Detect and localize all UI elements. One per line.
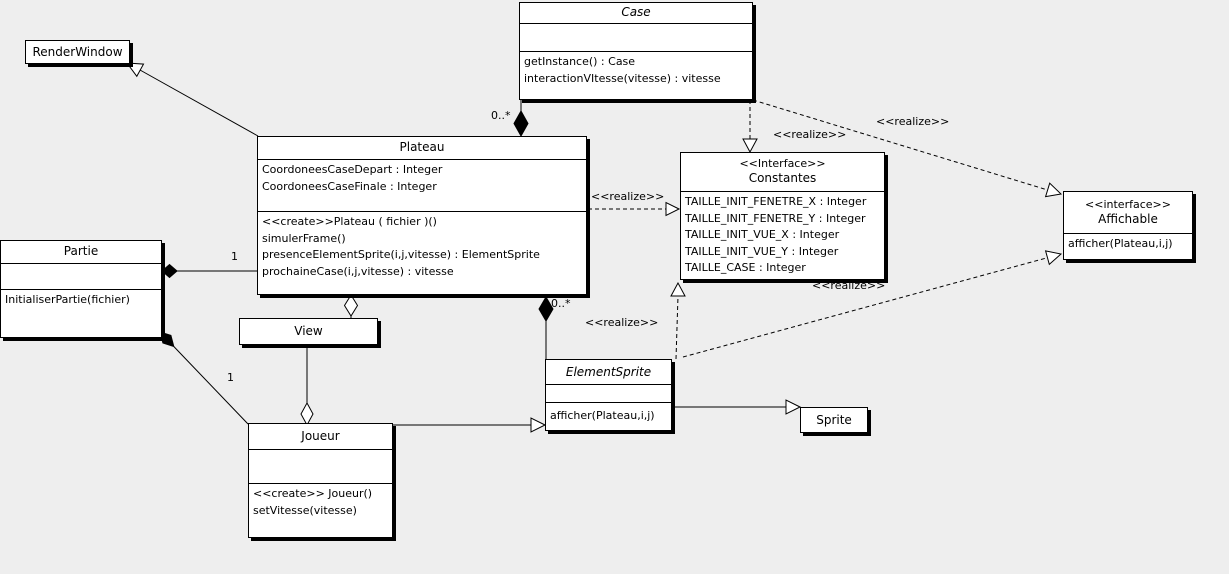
class-sprite-name: Sprite [816,412,852,427]
class-partie-name: Partie [63,244,99,258]
class-affichable-title: <<interface>> Affichable [1064,192,1192,233]
multiplicity-partie-joueur: 1 [227,371,234,384]
edge-realize-case-constantes [742,100,758,154]
class-view-name: View [294,324,323,338]
class-constantes-attributes: TAILLE_INIT_FENETRE_X : Integer TAILLE_I… [681,191,884,279]
attribute: TAILLE_CASE : Integer [685,261,806,274]
class-joueur-methods: <<create>> Joueur() setVitesse(vitesse) [249,483,392,537]
class-plateau-name: Plateau [399,140,445,154]
class-constantes-stereotype: <<Interface>> [739,157,826,170]
edge-composition-plateau-case [513,100,529,138]
method: simulerFrame() [262,231,346,245]
method: presenceElementSprite(i,j,vitesse) : Ele… [262,248,540,261]
edge-generalization-elementsprite-sprite [672,399,802,415]
multiplicity-plateau-elementsprite: 0..* [551,297,571,310]
class-elementsprite-methods: afficher(Plateau,i,j) [546,402,671,430]
edge-realize-plateau-constantes [588,201,681,217]
class-plateau-attributes: CoordoneesCaseDepart : Integer Coordonee… [258,159,586,211]
attribute: CoordoneesCaseFinale : Integer [262,179,437,193]
multiplicity-plateau-case: 0..* [491,109,511,122]
class-case-attributes [520,23,752,51]
class-elementsprite-name: ElementSprite [565,365,652,379]
attribute: TAILLE_INIT_FENETRE_Y : Integer [685,211,866,225]
class-constantes: <<Interface>> Constantes TAILLE_INIT_FEN… [680,152,885,280]
class-renderwindow: RenderWindow [25,40,130,64]
edge-composition-plateau-elementsprite [538,296,554,359]
realize-label-case-affichable: <<realize>> [876,115,950,128]
class-affichable-name: Affichable [1098,212,1158,226]
edge-aggregation-joueur-view [300,345,314,427]
class-case: Case getInstance() : Case interactionVIt… [519,2,753,100]
class-case-methods: getInstance() : Case interactionVItesse(… [520,51,752,99]
method: interactionVItesse(vitesse) : vitesse [524,71,721,85]
class-joueur-name: Joueur [301,429,340,443]
class-partie: Partie InitialiserPartie(fichier) [0,240,162,338]
class-affichable-stereotype: <<interface>> [1085,198,1171,211]
edge-realize-elementsprite-constantes [670,281,686,360]
method: <<create>>Plateau ( fichier )() [262,215,437,228]
multiplicity-partie-plateau: 1 [231,250,238,263]
class-elementsprite-attributes [546,384,671,402]
method: getInstance() : Case [524,55,636,68]
realize-label-case-constantes: <<realize>> [773,128,847,141]
edge-composition-partie-plateau [161,263,257,279]
class-affichable-methods: afficher(Plateau,i,j) [1064,233,1192,259]
method: afficher(Plateau,i,j) [1068,237,1173,250]
class-sprite: Sprite [800,407,868,433]
class-affichable: <<interface>> Affichable afficher(Platea… [1063,191,1193,260]
edge-realize-case-affichable [752,99,1063,198]
attribute: CoordoneesCaseDepart : Integer [262,163,443,176]
class-plateau-methods: <<create>>Plateau ( fichier )() simulerF… [258,211,586,294]
class-joueur: Joueur <<create>> Joueur() setVitesse(vi… [248,423,393,538]
class-elementsprite: ElementSprite afficher(Plateau,i,j) [545,359,672,431]
class-constantes-name: Constantes [748,171,817,185]
edge-generalization-plateau-renderwindow [125,62,259,137]
class-view: View [239,318,378,345]
realize-label-elementsprite-constantes: <<realize>> [585,316,659,329]
realize-label-elementsprite-affichable: <<realize>> [812,279,886,292]
edge-aggregation-plateau-view [343,294,359,318]
method: afficher(Plateau,i,j) [550,409,655,422]
attribute: TAILLE_INIT_VUE_Y : Integer [685,244,839,258]
method: InitialiserPartie(fichier) [5,293,130,306]
class-joueur-attributes [249,449,392,483]
attribute: TAILLE_INIT_FENETRE_X : Integer [685,195,867,208]
class-partie-methods: InitialiserPartie(fichier) [1,289,161,337]
class-constantes-title: <<Interface>> Constantes [681,153,884,191]
method: prochaineCase(i,j,vitesse) : vitesse [262,264,454,278]
class-renderwindow-name: RenderWindow [32,44,123,59]
class-plateau: Plateau CoordoneesCaseDepart : Integer C… [257,136,587,295]
edge-composition-partie-joueur [159,331,249,425]
attribute: TAILLE_INIT_VUE_X : Integer [685,228,840,241]
method: setVitesse(vitesse) [253,503,357,517]
class-case-name: Case [621,5,651,19]
edge-generalization-joueur-elementsprite [393,417,547,433]
class-partie-attributes [1,263,161,289]
method: <<create>> Joueur() [253,487,373,500]
edge-realize-elementsprite-affichable [682,250,1063,358]
realize-label-plateau-constantes: <<realize>> [591,190,665,203]
